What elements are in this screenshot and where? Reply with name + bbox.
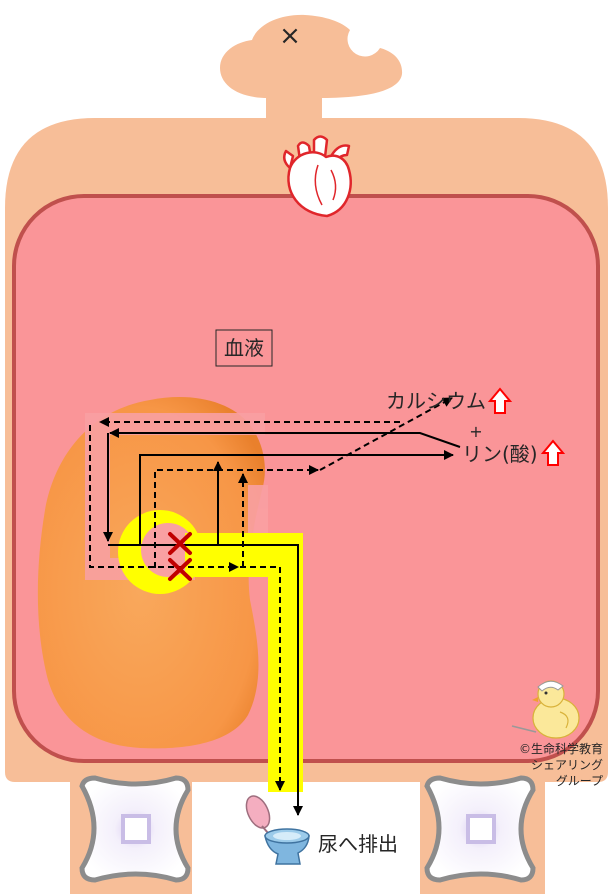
chick-icon	[511, 680, 580, 739]
svg-text:血液: 血液	[224, 336, 264, 360]
svg-text:グループ: グループ	[556, 774, 603, 788]
left-bone-icon	[79, 775, 191, 883]
head-x-mark: ×	[279, 21, 301, 51]
calcium-urine-arrow	[240, 566, 285, 791]
calcium-filtration-arrow	[89, 425, 239, 572]
heart-icon	[282, 135, 352, 218]
svg-text:©生命科学教育: ©生命科学教育	[519, 741, 603, 756]
phosphorus-to-kidney-arrow	[109, 428, 461, 448]
right-bone-icon	[424, 775, 536, 883]
calcium-up-arrow-icon	[487, 387, 513, 414]
blood-label: 血液	[215, 329, 273, 367]
excretion-label: 尿へ排出	[318, 832, 398, 856]
phosphorus-up-arrow-icon	[540, 439, 566, 466]
plus-sign: +	[469, 422, 482, 441]
head	[220, 14, 403, 98]
phosphorus-flow-arrows	[103, 428, 461, 816]
red-x-icon	[168, 532, 192, 581]
phosphorus-return-arrow	[139, 450, 454, 545]
phosphorus-label: リン(酸)	[462, 442, 538, 466]
calcium-return-arrow	[154, 465, 319, 568]
svg-text:シェアリング: シェアリング	[531, 758, 603, 772]
toilet-icon	[245, 795, 310, 865]
credit: ©生命科学教育 シェアリング グループ	[519, 741, 603, 788]
calcium-label: カルシウム	[386, 389, 486, 413]
phosphorus-urine-arrow	[108, 544, 303, 816]
